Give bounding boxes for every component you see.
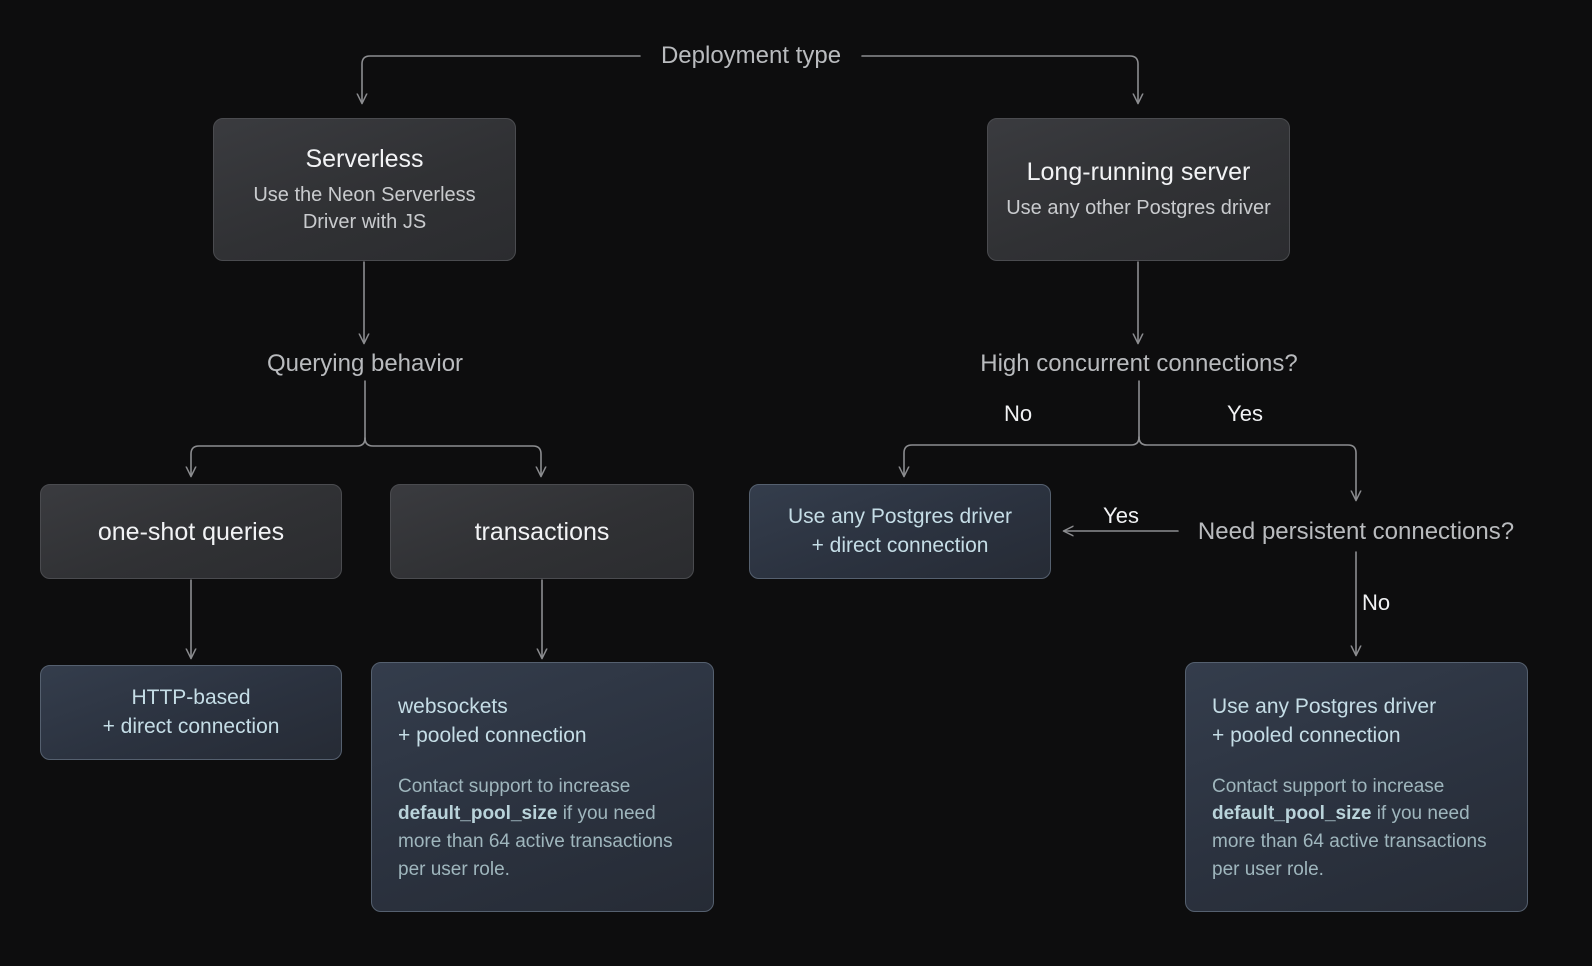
decision-querying-behavior: Querying behavior <box>266 350 464 377</box>
node-websockets-note-after: if you need more than 64 active transact… <box>398 803 673 880</box>
node-serverless-subtitle: Use the Neon Serverless Driver with JS <box>253 184 476 233</box>
node-websockets-note: Contact support to increase default_pool… <box>398 773 687 883</box>
edge-label-concurrency-no: No <box>1003 401 1033 426</box>
node-http-based-direct-connection[interactable]: HTTP-based + direct connection <box>40 665 342 760</box>
node-http-direct-line1: HTTP-based <box>131 685 251 709</box>
edge-label-persistent-no: No <box>1361 590 1391 615</box>
node-websockets-line1: websockets <box>398 695 508 718</box>
node-one-shot-queries[interactable]: one-shot queries <box>40 484 342 579</box>
node-long-running-server[interactable]: Long-running server Use any other Postgr… <box>987 118 1290 261</box>
node-transactions[interactable]: transactions <box>390 484 694 579</box>
node-websockets-note-before: Contact support to increase <box>398 775 631 797</box>
edge-label-concurrency-yes: Yes <box>1227 401 1263 426</box>
node-serverless[interactable]: Serverless Use the Neon Serverless Drive… <box>213 118 516 261</box>
edge-label-persistent-yes: Yes <box>1103 503 1139 528</box>
node-websockets-line2: + pooled connection <box>398 723 587 747</box>
root-decision-label: Deployment type <box>660 42 842 69</box>
node-pg-pooled-note-before: Contact support to increase <box>1212 775 1445 797</box>
node-pg-direct-line1: Use any Postgres driver <box>787 504 1013 528</box>
node-pg-pooled-line1: Use any Postgres driver <box>1212 695 1437 718</box>
node-websockets-note-code: default_pool_size <box>398 803 558 825</box>
node-transactions-title: transactions <box>474 517 610 546</box>
node-postgres-driver-direct-connection[interactable]: Use any Postgres driver + direct connect… <box>749 484 1051 579</box>
decision-high-concurrent-connections: High concurrent connections? <box>980 350 1298 377</box>
node-postgres-driver-pooled-connection[interactable]: Use any Postgres driver + pooled connect… <box>1185 662 1528 912</box>
node-pg-pooled-line2: + pooled connection <box>1212 723 1401 747</box>
node-long-running-server-title: Long-running server <box>1026 158 1251 187</box>
node-one-shot-queries-title: one-shot queries <box>97 517 285 546</box>
node-pg-pooled-note-after: if you need more than 64 active transact… <box>1212 803 1487 880</box>
node-serverless-title: Serverless <box>305 145 424 174</box>
node-pg-pooled-note: Contact support to increase default_pool… <box>1212 773 1501 883</box>
node-websockets-pooled-connection[interactable]: websockets + pooled connection Contact s… <box>371 662 714 912</box>
decision-need-persistent-connections: Need persistent connections? <box>1197 518 1515 545</box>
node-pg-direct-line2: + direct connection <box>811 533 989 557</box>
node-long-running-server-subtitle: Use any other Postgres driver <box>1006 197 1271 220</box>
node-http-direct-line2: + direct connection <box>102 714 280 738</box>
node-pg-pooled-note-code: default_pool_size <box>1212 803 1372 825</box>
